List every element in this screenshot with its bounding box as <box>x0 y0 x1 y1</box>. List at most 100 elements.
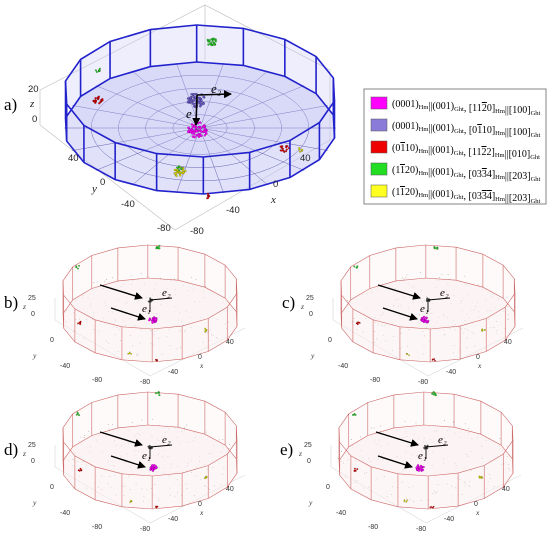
speckle <box>108 428 110 430</box>
cluster-point <box>147 300 150 303</box>
cluster-point <box>149 297 151 300</box>
cluster-point <box>155 466 158 469</box>
legend-swatch-4 <box>370 184 388 198</box>
cluster-yellow <box>478 475 483 479</box>
cluster-yellow <box>204 327 208 333</box>
cluster-magenta <box>149 464 158 472</box>
small-panels: e₂e₁b)250zy0-40-80-80-40040xe₂e₁c)250zy0… <box>4 244 524 533</box>
bottom-face <box>339 425 513 509</box>
speckle <box>107 423 109 425</box>
e2-label: e₂ <box>440 287 449 299</box>
cluster-green-left <box>352 413 357 416</box>
grid-spoke <box>199 127 269 186</box>
top-rim <box>62 244 238 330</box>
cluster-red-left <box>355 321 361 325</box>
cluster-magenta <box>148 316 158 324</box>
cluster-point <box>187 126 190 129</box>
pointer-arrow <box>99 284 143 300</box>
cluster-point <box>79 467 82 470</box>
cluster-point <box>151 464 154 467</box>
cluster-point <box>186 97 190 100</box>
grid-spoke <box>131 70 201 129</box>
cluster-point <box>421 468 425 471</box>
legend-swatch-3 <box>370 162 388 176</box>
speckle <box>152 418 153 420</box>
legend-swatch-0 <box>370 96 388 110</box>
cluster-point <box>149 466 152 469</box>
speckle <box>111 423 113 425</box>
top-rim <box>340 244 516 330</box>
speckle <box>184 427 186 429</box>
cluster-point <box>78 469 81 472</box>
speckle <box>186 424 188 426</box>
cluster-point <box>196 133 199 136</box>
cluster-point <box>406 499 409 502</box>
cluster-point <box>130 499 132 502</box>
cluster-point <box>78 264 80 267</box>
cluster-point <box>281 147 284 150</box>
cluster-point <box>148 319 151 322</box>
x-axis-label: x <box>477 361 482 370</box>
z-tick: 25 <box>306 295 314 302</box>
speckle <box>464 275 466 277</box>
cluster-red-bottom <box>429 505 435 509</box>
cluster-point <box>208 39 211 42</box>
z-tick: 25 <box>304 442 312 449</box>
cluster-point <box>180 167 183 170</box>
cluster-point <box>182 171 185 174</box>
e2-vector-arrow <box>196 90 232 99</box>
cluster-point <box>75 413 78 416</box>
cluster-point <box>200 103 203 106</box>
cluster-point <box>434 394 437 397</box>
x-tick: -80 <box>416 526 426 533</box>
cluster-point <box>425 316 428 319</box>
cluster-point <box>154 318 157 321</box>
y-tick-m80: -80 <box>157 223 171 234</box>
speckle <box>499 437 501 439</box>
speckle <box>83 435 85 437</box>
top-rim <box>62 391 238 477</box>
cluster-point <box>158 247 161 250</box>
cluster-point <box>422 465 425 469</box>
cluster-point <box>158 244 161 247</box>
cluster-point <box>179 174 182 177</box>
cluster-magenta <box>420 315 430 324</box>
z-axis-label: z <box>22 302 26 311</box>
y-tick: 0 <box>50 337 54 344</box>
cluster-point <box>432 505 435 508</box>
z-tick-0: 0 <box>32 114 37 125</box>
cluster-point <box>78 321 81 324</box>
cluster-point <box>77 267 79 270</box>
grid-spoke <box>199 70 269 129</box>
cluster-point <box>153 316 156 319</box>
speckle <box>373 427 375 429</box>
cluster-point <box>431 392 434 395</box>
speckle <box>106 279 108 280</box>
e2-vector <box>425 444 449 448</box>
cluster-point <box>478 476 481 479</box>
cluster-point <box>214 40 217 43</box>
cluster-red-bottom <box>431 358 436 362</box>
cluster-point <box>189 100 192 103</box>
cluster-yellow-bottom <box>403 499 409 503</box>
y-tick: -40 <box>338 363 348 370</box>
cluster-point <box>155 505 157 508</box>
e1-label: e₁ <box>142 303 151 315</box>
x-axis-label: x <box>199 508 204 517</box>
y-axis-label: y <box>91 183 97 195</box>
cluster-point <box>287 147 290 150</box>
cluster-red-bottom <box>206 192 211 200</box>
pointer-arrow <box>110 455 146 469</box>
legend-swatch-2 <box>370 140 388 154</box>
speckle <box>222 439 224 441</box>
grid-spoke <box>72 127 201 151</box>
e1-label: e <box>186 106 192 121</box>
x-axis-label: x <box>199 361 204 370</box>
cluster-point <box>191 125 195 129</box>
cluster-point <box>193 136 196 139</box>
cluster-point <box>193 133 196 136</box>
legend-frame <box>363 88 547 205</box>
cluster-point <box>158 394 161 397</box>
cluster-point <box>415 466 418 469</box>
cluster-point <box>422 315 426 318</box>
